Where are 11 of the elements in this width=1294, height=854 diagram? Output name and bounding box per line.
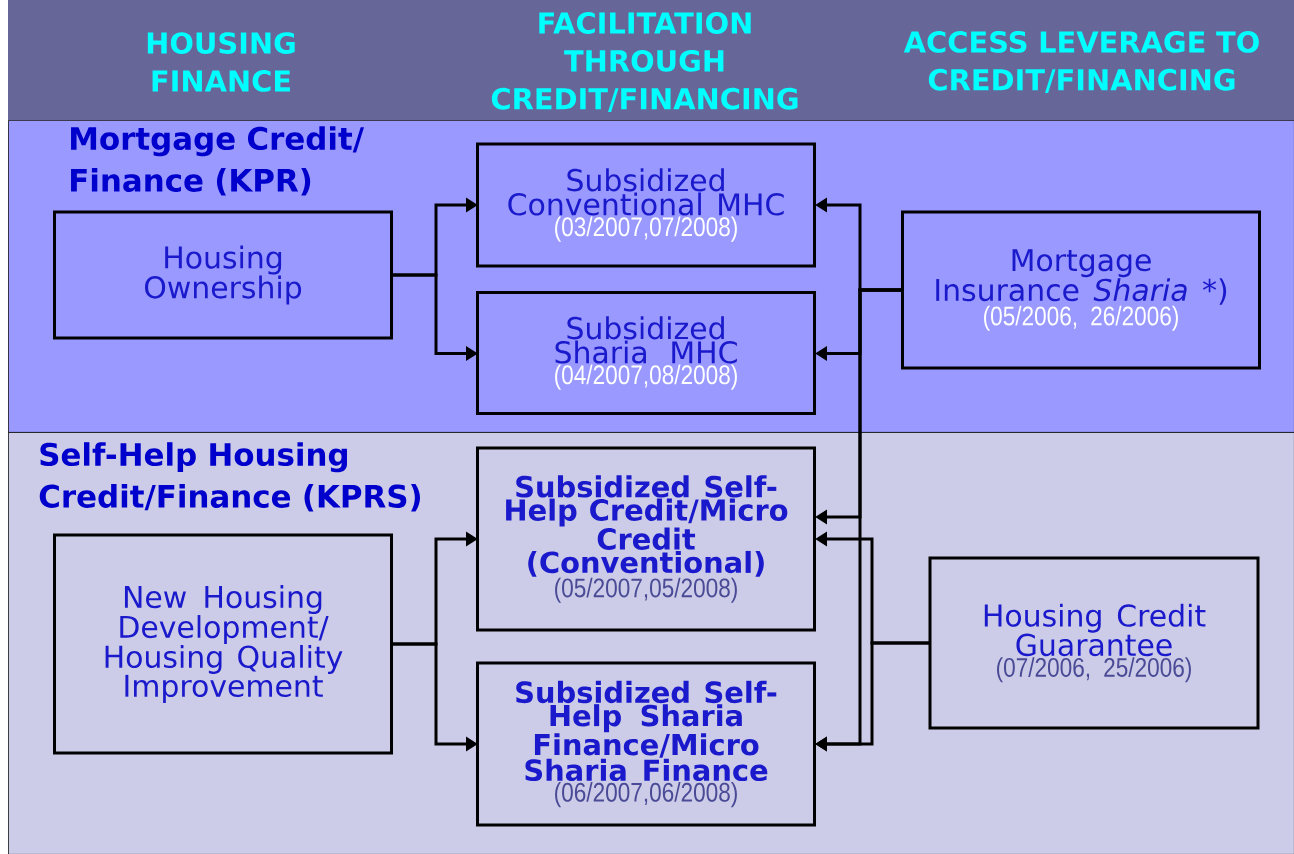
text-box: Subsidized Self-Help Credit/Micro Credit (Conventional) (05/2007,05/2008)	[476, 446, 816, 632]
column-heading: FACILITATION THROUGH CREDIT/FINANCING	[491, 12, 798, 112]
text-box: Housing Credit Guarantee (07/2006, 25/2006)	[928, 556, 1260, 730]
text-box: Subsidized Sharia MHC (04/2007,08/2008)	[476, 291, 816, 415]
text-box: Housing Ownership	[53, 210, 393, 340]
column-heading: HOUSING FINANCE	[147, 32, 295, 92]
text-box: Subsidized Conventional MHC (03/2007,07/2008)	[476, 142, 816, 268]
text-box: Subsidized Self-Help Sharia Finance/Micro Sharia Finance (06/2007,06/2008)	[476, 661, 816, 827]
text-box: New Housing Development/ Housing Quality Improvement	[53, 533, 393, 755]
text-box: Mortgage Insurance Sharia *) (05/2006, 26/2006)	[901, 210, 1261, 370]
column-heading: ACCESS LEVERAGE TO CREDIT/FINANCING	[903, 31, 1259, 93]
